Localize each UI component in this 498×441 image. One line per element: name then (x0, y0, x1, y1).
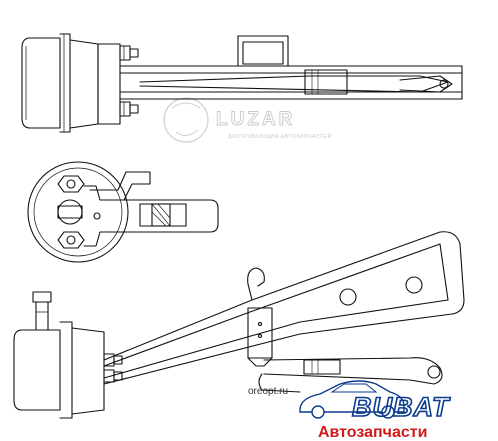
side-view (13, 231, 465, 419)
top-view (21, 33, 463, 133)
watermark-tagline: ДИСТРИБЬЮЦИЯ АВТОЗАПЧАСТЕЙ (228, 132, 332, 140)
corner-logo: oreopt.ru BUBAT Автозапчасти (248, 380, 451, 441)
watermark-brand: LUZAR (216, 109, 295, 130)
brand-subtitle: Автозапчасти (318, 424, 427, 441)
luzar-watermark: LUZAR ДИСТРИБЬЮЦИЯ АВТОЗАПЧАСТЕЙ (163, 97, 332, 143)
site-domain: oreopt.ru (248, 386, 288, 397)
brand-name: BUBAT (352, 392, 451, 422)
car-logo-icon (299, 380, 405, 413)
front-view (27, 161, 219, 263)
